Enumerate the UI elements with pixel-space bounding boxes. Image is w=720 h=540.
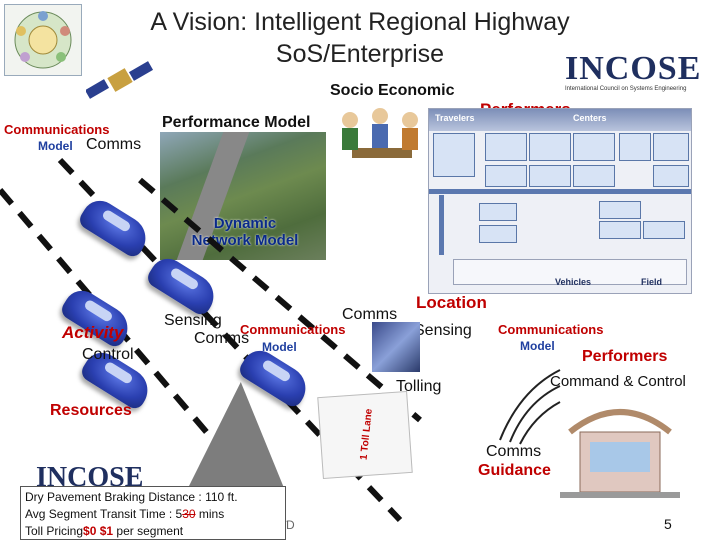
sensor-gantry-image xyxy=(372,322,420,372)
lane-line-right xyxy=(138,177,422,423)
label-guidance: Guidance xyxy=(478,462,551,479)
signal-arcs-icon xyxy=(499,369,561,445)
label-command-control: Command & Control xyxy=(550,373,686,390)
label-communications-left: Communications xyxy=(4,122,110,137)
toll-pricing-line: Toll Pricing$0 $1 per segment xyxy=(25,523,281,540)
slide-title: A Vision: Intelligent Regional Highway S… xyxy=(60,6,660,70)
building-icon xyxy=(560,409,680,498)
arch-header-centers: Centers xyxy=(573,113,607,123)
arch-field-label: Field xyxy=(641,277,663,287)
arch-box xyxy=(573,133,615,161)
arch-box xyxy=(643,221,685,239)
arch-bus-vertical xyxy=(439,195,444,255)
arch-box xyxy=(485,133,527,161)
label-dynamic-network-model: Dynamic Network Model xyxy=(170,198,320,249)
arch-header xyxy=(429,109,691,131)
arch-bus xyxy=(429,189,691,194)
transit-time-prefix: Avg Segment Transit Time : 5 xyxy=(25,507,183,521)
label-comms-left: Comms xyxy=(86,136,142,153)
label-comms-mid2: Comms xyxy=(194,330,250,347)
braking-distance-line: Dry Pavement Braking Distance : 110 ft. xyxy=(25,490,238,504)
title-line-1: A Vision: Intelligent Regional Highway xyxy=(150,8,570,36)
arch-vehicles-label: Vehicles xyxy=(555,277,592,287)
incose-tagline: International Council on Systems Enginee… xyxy=(565,86,687,92)
sos-wheel-icon xyxy=(14,11,72,69)
arch-box xyxy=(653,133,689,161)
arch-header-travelers: Travelers xyxy=(435,113,475,123)
dynamic-network-text: Dynamic Network Model xyxy=(191,215,299,249)
label-comms-bottom: Comms xyxy=(486,443,542,460)
toll-price-new: $1 xyxy=(96,524,114,538)
label-model-mid: Model xyxy=(262,340,297,354)
sos-wheel-thumbnail xyxy=(4,4,82,76)
arch-box xyxy=(529,165,571,187)
transit-time-line: Avg Segment Transit Time : 530 mins xyxy=(25,506,281,523)
toll-price-old: $0 xyxy=(83,524,97,538)
arch-box xyxy=(599,221,641,239)
aerial-highway-photo xyxy=(160,132,326,260)
label-location: Location xyxy=(416,293,487,312)
label-socio-economic: Socio Economic xyxy=(330,82,455,99)
label-sensing-right: Sensing xyxy=(414,322,472,339)
label-tolling: Tolling xyxy=(396,378,442,395)
arch-box xyxy=(433,133,475,177)
label-control: Control xyxy=(82,346,134,363)
arch-lower-grid xyxy=(453,259,687,285)
label-performers-right: Performers xyxy=(582,348,668,365)
arch-box xyxy=(653,165,689,187)
label-sensing-mid: Sensing xyxy=(164,312,222,329)
status-callout: Dry Pavement Braking Distance : 110 ft. … xyxy=(20,486,286,540)
arch-box xyxy=(479,225,517,243)
arch-box xyxy=(485,165,527,187)
lane-line-inner xyxy=(57,157,403,523)
arch-box xyxy=(573,165,615,187)
toll-lane-sign: 1 Toll Lane xyxy=(317,390,413,480)
people-meeting-icon xyxy=(342,108,418,158)
label-communications-mid: Communications xyxy=(240,322,346,337)
page-number: 5 xyxy=(664,516,672,532)
arch-box xyxy=(529,133,571,161)
transit-time-suffix: mins xyxy=(195,507,225,521)
toll-pricing-prefix: Toll Pricing xyxy=(25,524,84,538)
footer-fragment: D xyxy=(286,518,295,532)
incose-wordmark: INCOSE xyxy=(565,50,702,87)
label-activity: Activity xyxy=(62,323,124,342)
title-line-2: SoS/Enterprise xyxy=(275,40,445,68)
label-performance-model: Performance Model xyxy=(162,114,311,131)
incose-logo: INCOSE International Council on Systems … xyxy=(565,50,702,93)
transit-time-struck: 30 xyxy=(182,507,196,521)
label-model-left: Model xyxy=(38,139,73,153)
satellite-icon xyxy=(86,61,154,99)
arch-box xyxy=(599,201,641,219)
toll-pricing-suffix: per segment xyxy=(113,524,184,538)
architecture-diagram: Travelers Centers Vehicles Field xyxy=(428,108,692,294)
label-comms-mid: Comms xyxy=(342,306,398,323)
label-model-right: Model xyxy=(520,339,555,353)
toll-lane-text: 1 Toll Lane xyxy=(358,408,375,461)
label-communications-right: Communications xyxy=(498,322,604,337)
arch-box xyxy=(619,133,651,161)
label-resources: Resources xyxy=(50,402,132,419)
arch-box xyxy=(479,203,517,221)
